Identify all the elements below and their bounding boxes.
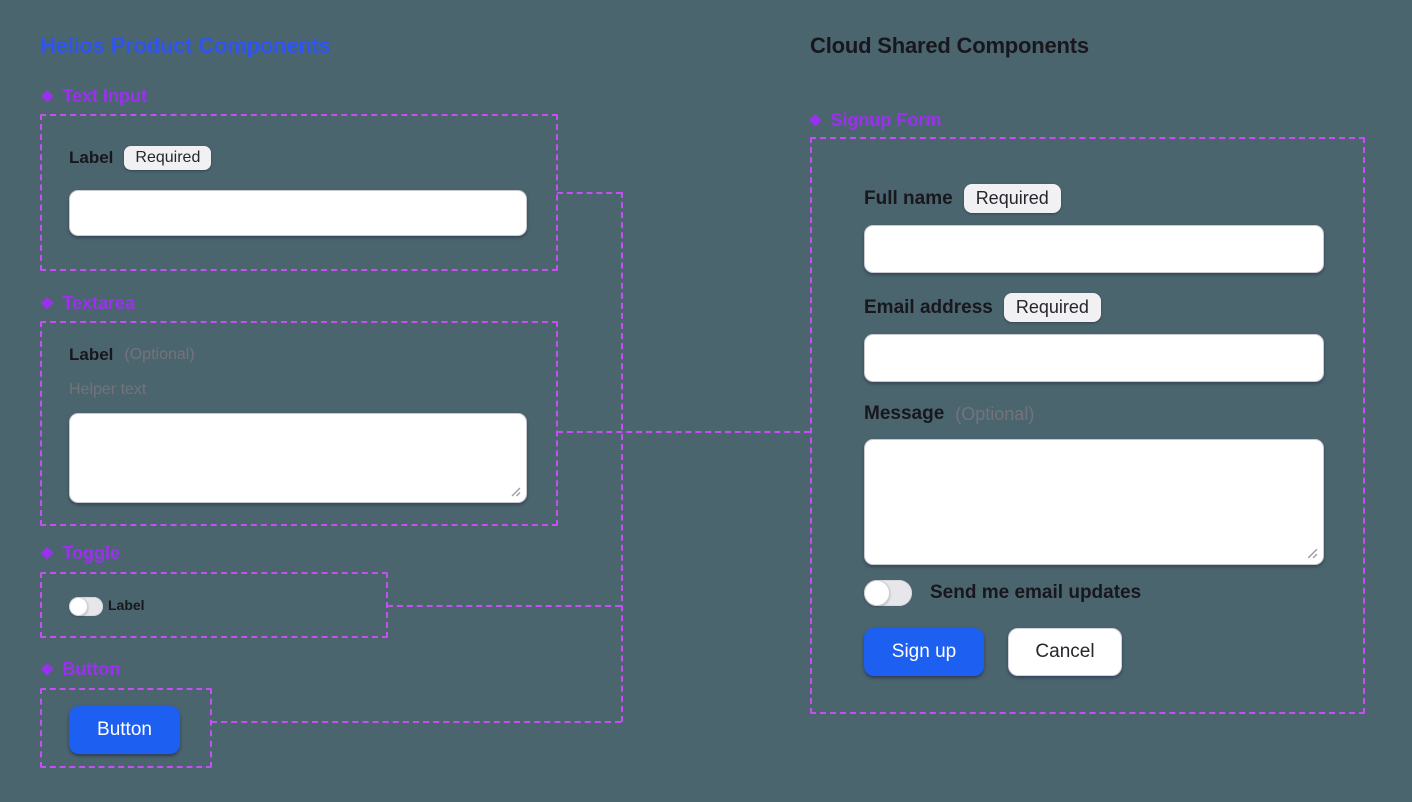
component-name: Text Input bbox=[62, 86, 147, 106]
component-icon: ❖ bbox=[40, 661, 55, 679]
component-icon: ❖ bbox=[808, 112, 823, 130]
button-component-frame: Button bbox=[40, 688, 212, 768]
field-label: Full name bbox=[864, 187, 953, 209]
component-name: Button bbox=[62, 659, 121, 679]
toggle-component-frame: Label bbox=[40, 572, 388, 638]
helper-text: Helper text bbox=[69, 381, 147, 398]
text-input-label-row: Label Required bbox=[69, 146, 212, 170]
component-name: Toggle bbox=[62, 543, 120, 563]
connector-trunk-line bbox=[621, 192, 623, 722]
resize-handle-icon[interactable] bbox=[509, 485, 521, 497]
signup-form-frame: Full name Required Email address Require… bbox=[810, 137, 1365, 714]
cancel-button[interactable]: Cancel bbox=[1008, 628, 1122, 676]
component-name: Signup Form bbox=[830, 110, 942, 130]
component-icon: ❖ bbox=[40, 295, 55, 313]
text-input-field[interactable] bbox=[69, 190, 527, 236]
text-input-component-frame: Label Required bbox=[40, 114, 558, 271]
textarea-field[interactable] bbox=[69, 413, 527, 503]
email-updates-toggle[interactable] bbox=[864, 580, 912, 606]
component-header-toggle: ❖ Toggle bbox=[40, 543, 120, 564]
component-icon: ❖ bbox=[40, 545, 55, 563]
sample-button[interactable]: Button bbox=[69, 706, 180, 754]
component-header-signup-form: ❖ Signup Form bbox=[808, 110, 941, 131]
email-label-row: Email address Required bbox=[864, 293, 1101, 322]
component-header-text-input: ❖ Text Input bbox=[40, 86, 147, 107]
component-header-button: ❖ Button bbox=[40, 659, 120, 680]
sign-up-button[interactable]: Sign up bbox=[864, 628, 984, 676]
field-label: Email address bbox=[864, 296, 993, 318]
left-page-title: Helios Product Components bbox=[40, 33, 331, 58]
optional-tag: (Optional) bbox=[124, 346, 195, 363]
resize-handle-icon[interactable] bbox=[1305, 546, 1318, 559]
message-textarea[interactable] bbox=[864, 439, 1324, 565]
component-icon: ❖ bbox=[40, 88, 55, 106]
connector-toggle-line bbox=[387, 605, 621, 607]
toggle-label: Send me email updates bbox=[930, 582, 1142, 603]
connector-button-line bbox=[211, 721, 621, 723]
toggle-knob[interactable] bbox=[864, 580, 890, 606]
toggle-knob[interactable] bbox=[69, 597, 88, 616]
required-badge: Required bbox=[1003, 293, 1101, 322]
field-label: Label bbox=[69, 345, 114, 364]
email-input[interactable] bbox=[864, 334, 1324, 382]
toggle-switch[interactable] bbox=[69, 597, 103, 616]
optional-tag: (Optional) bbox=[955, 403, 1035, 424]
field-label: Label bbox=[69, 148, 114, 167]
toggle-label: Label bbox=[108, 597, 145, 613]
message-label-row: Message (Optional) bbox=[864, 403, 1034, 425]
textarea-component-frame: Label (Optional) Helper text bbox=[40, 321, 558, 526]
full-name-label-row: Full name Required bbox=[864, 184, 1061, 213]
textarea-label-row: Label (Optional) bbox=[69, 345, 195, 365]
required-badge: Required bbox=[963, 184, 1061, 213]
component-name: Textarea bbox=[62, 293, 136, 313]
full-name-input[interactable] bbox=[864, 225, 1324, 273]
email-updates-toggle-row: Send me email updates bbox=[864, 580, 1141, 606]
required-badge: Required bbox=[124, 146, 212, 170]
connector-text-input-line bbox=[557, 192, 622, 194]
connector-textarea-line bbox=[557, 431, 810, 433]
component-header-textarea: ❖ Textarea bbox=[40, 293, 135, 314]
field-label: Message bbox=[864, 403, 945, 424]
right-page-title: Cloud Shared Components bbox=[810, 33, 1089, 58]
